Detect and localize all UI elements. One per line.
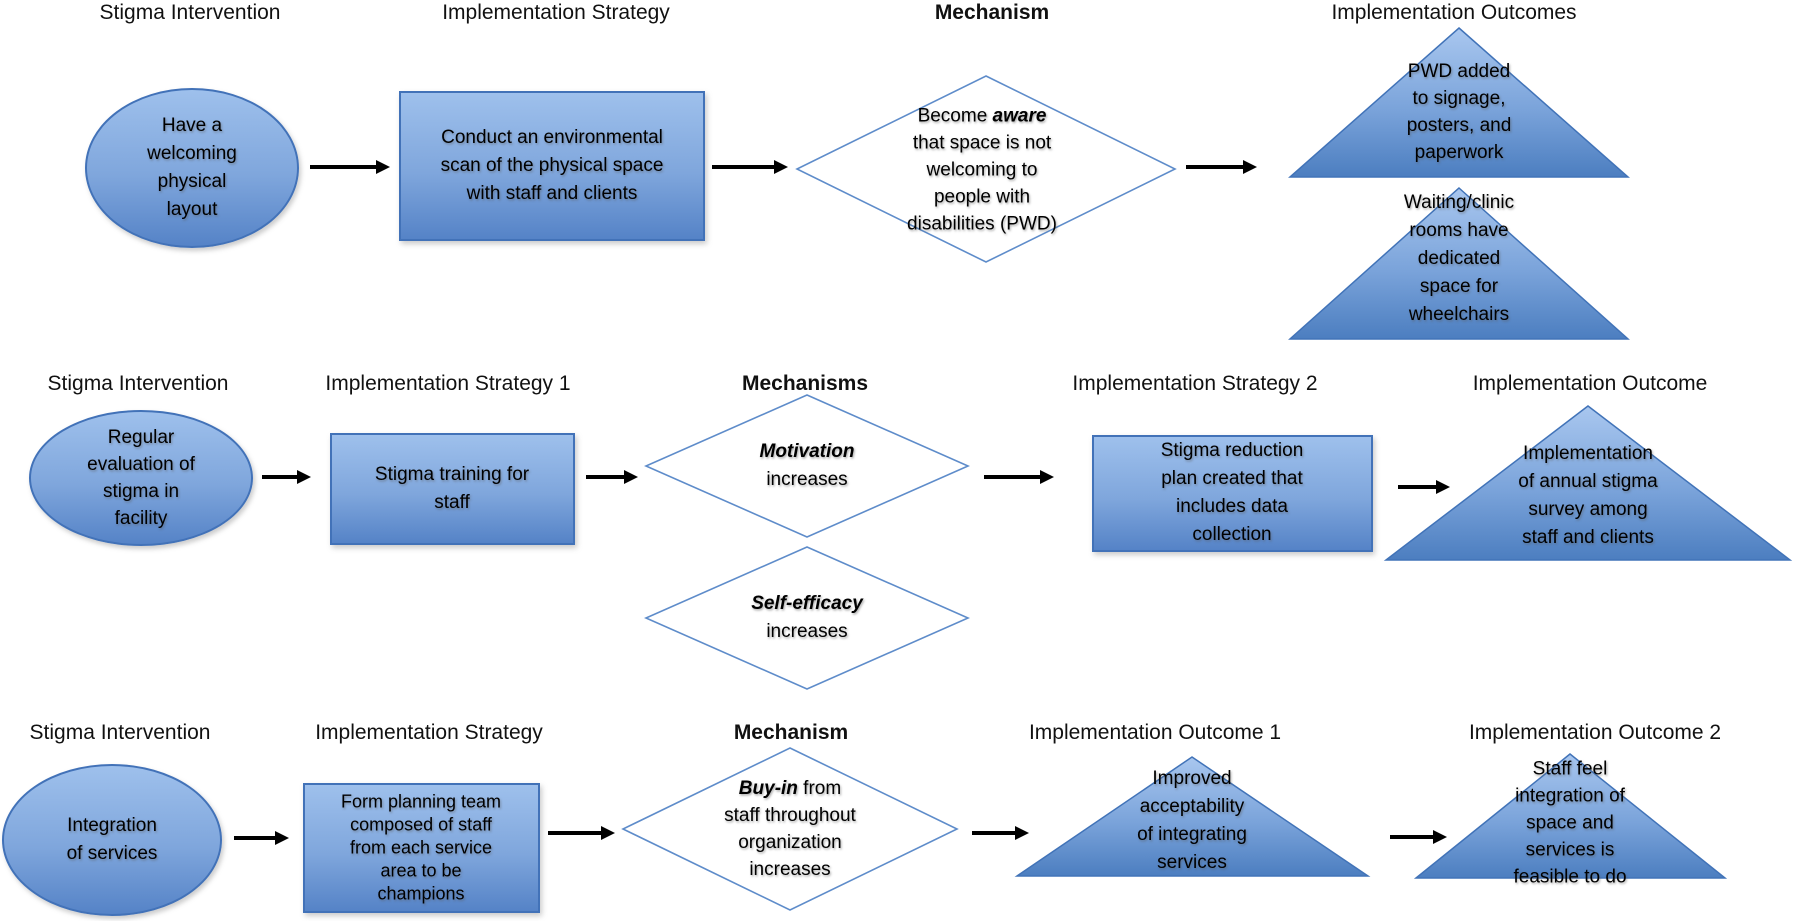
mechanism-text: that space is not welcoming to people wi… — [907, 132, 1057, 235]
row2-mechanism-diamond-self-efficacy — [644, 546, 970, 690]
row2-strategy2-rect — [1092, 435, 1373, 552]
flow-arrow-icon — [1390, 835, 1434, 839]
flow-arrow-icon — [586, 475, 625, 479]
row3-outcome-triangle-2 — [1413, 753, 1728, 879]
row2-intervention-label: Regular evaluation of stigma in facility — [87, 427, 195, 529]
flow-arrow-icon — [984, 475, 1041, 479]
row1-header-implementation-strategy: Implementation Strategy — [442, 1, 670, 24]
row2-outcome-label: Implementation of annual stigma survey a… — [1518, 443, 1658, 548]
row1-header-implementation-outcomes: Implementation Outcomes — [1331, 1, 1577, 24]
flow-arrow-icon — [262, 475, 298, 479]
row2-header-implementation-outcome: Implementation Outcome — [1472, 372, 1708, 395]
row1-header-mechanism: Mechanism — [934, 1, 1050, 24]
flow-arrow-icon — [1398, 485, 1437, 489]
row1-strategy-label: Conduct an environmental scan of the phy… — [440, 127, 664, 204]
flow-arrow-icon — [310, 165, 377, 169]
mechanism-text: from staff throughout organization incre… — [724, 778, 856, 880]
row3-outcome-label-2: Staff feel integration of space and serv… — [1513, 758, 1627, 888]
row1-outcome-label-2: Waiting/clinic rooms have dedicated spac… — [1403, 192, 1515, 325]
mechanism-text: increases — [766, 621, 848, 642]
flow-arrow-icon — [1186, 165, 1244, 169]
row2-strategy1-label: Stigma training for staff — [374, 464, 530, 513]
row3-header-mechanism: Mechanism — [733, 721, 849, 744]
row2-outcome-triangle — [1383, 405, 1793, 561]
row2-header-stigma-intervention: Stigma Intervention — [47, 372, 229, 395]
row2-header-implementation-strategy-1: Implementation Strategy 1 — [325, 372, 571, 395]
row3-intervention-ellipse — [2, 764, 222, 916]
row3-strategy-rect — [303, 783, 540, 913]
row1-outcome-label-1: PWD added to signage, posters, and paper… — [1406, 61, 1512, 163]
row2-header-implementation-strategy-2: Implementation Strategy 2 — [1072, 372, 1318, 395]
row2-mechanism-label-self-efficacy: Self-efficacy increases — [742, 590, 872, 646]
row3-header-implementation-outcome-2: Implementation Outcome 2 — [1468, 721, 1722, 744]
row1-outcome-triangle-2 — [1288, 186, 1630, 340]
row2-header-mechanisms: Mechanisms — [741, 372, 869, 395]
flow-arrow-icon — [712, 165, 775, 169]
mechanism-text: increases — [766, 469, 848, 490]
flow-arrow-icon — [234, 836, 276, 840]
flow-arrow-icon — [972, 831, 1016, 835]
row3-strategy-label: Form planning team composed of staff fro… — [340, 791, 502, 904]
row3-header-stigma-intervention: Stigma Intervention — [29, 721, 211, 744]
row3-intervention-label: Integration of services — [66, 815, 158, 864]
row1-strategy-rect — [399, 91, 705, 241]
row3-mechanism-label: Buy-in from staff throughout organizatio… — [723, 775, 858, 883]
row1-mechanism-label: Become aware that space is not welcoming… — [907, 103, 1057, 238]
row2-strategy1-rect — [330, 433, 575, 545]
row1-intervention-ellipse — [85, 88, 299, 248]
mechanism-emphasis: Self-efficacy — [751, 593, 863, 614]
flow-arrow-icon — [548, 831, 602, 835]
row3-mechanism-diamond — [621, 747, 959, 911]
row1-outcome-triangle-1 — [1288, 27, 1630, 178]
row3-outcome-triangle-1 — [1014, 756, 1371, 877]
mechanism-emphasis: aware — [992, 105, 1047, 127]
mechanism-text: Become — [917, 105, 993, 127]
mechanism-emphasis: Motivation — [759, 441, 855, 462]
mechanism-emphasis: Buy-in — [738, 778, 798, 799]
row3-header-implementation-outcome-1: Implementation Outcome 1 — [1028, 721, 1282, 744]
row2-intervention-ellipse — [29, 410, 253, 546]
row2-mechanism-label-motivation: Motivation increases — [747, 438, 867, 494]
row2-mechanism-diamond-motivation — [644, 394, 970, 538]
row3-outcome-label-1: Improved acceptability of integrating se… — [1137, 768, 1247, 873]
row2-strategy2-label: Stigma reduction plan created that inclu… — [1160, 440, 1304, 545]
row1-header-stigma-intervention: Stigma Intervention — [99, 1, 281, 24]
row1-intervention-label: Have a welcoming physical layout — [147, 115, 237, 220]
row3-header-implementation-strategy: Implementation Strategy — [315, 721, 543, 744]
row1-mechanism-diamond — [795, 75, 1177, 263]
